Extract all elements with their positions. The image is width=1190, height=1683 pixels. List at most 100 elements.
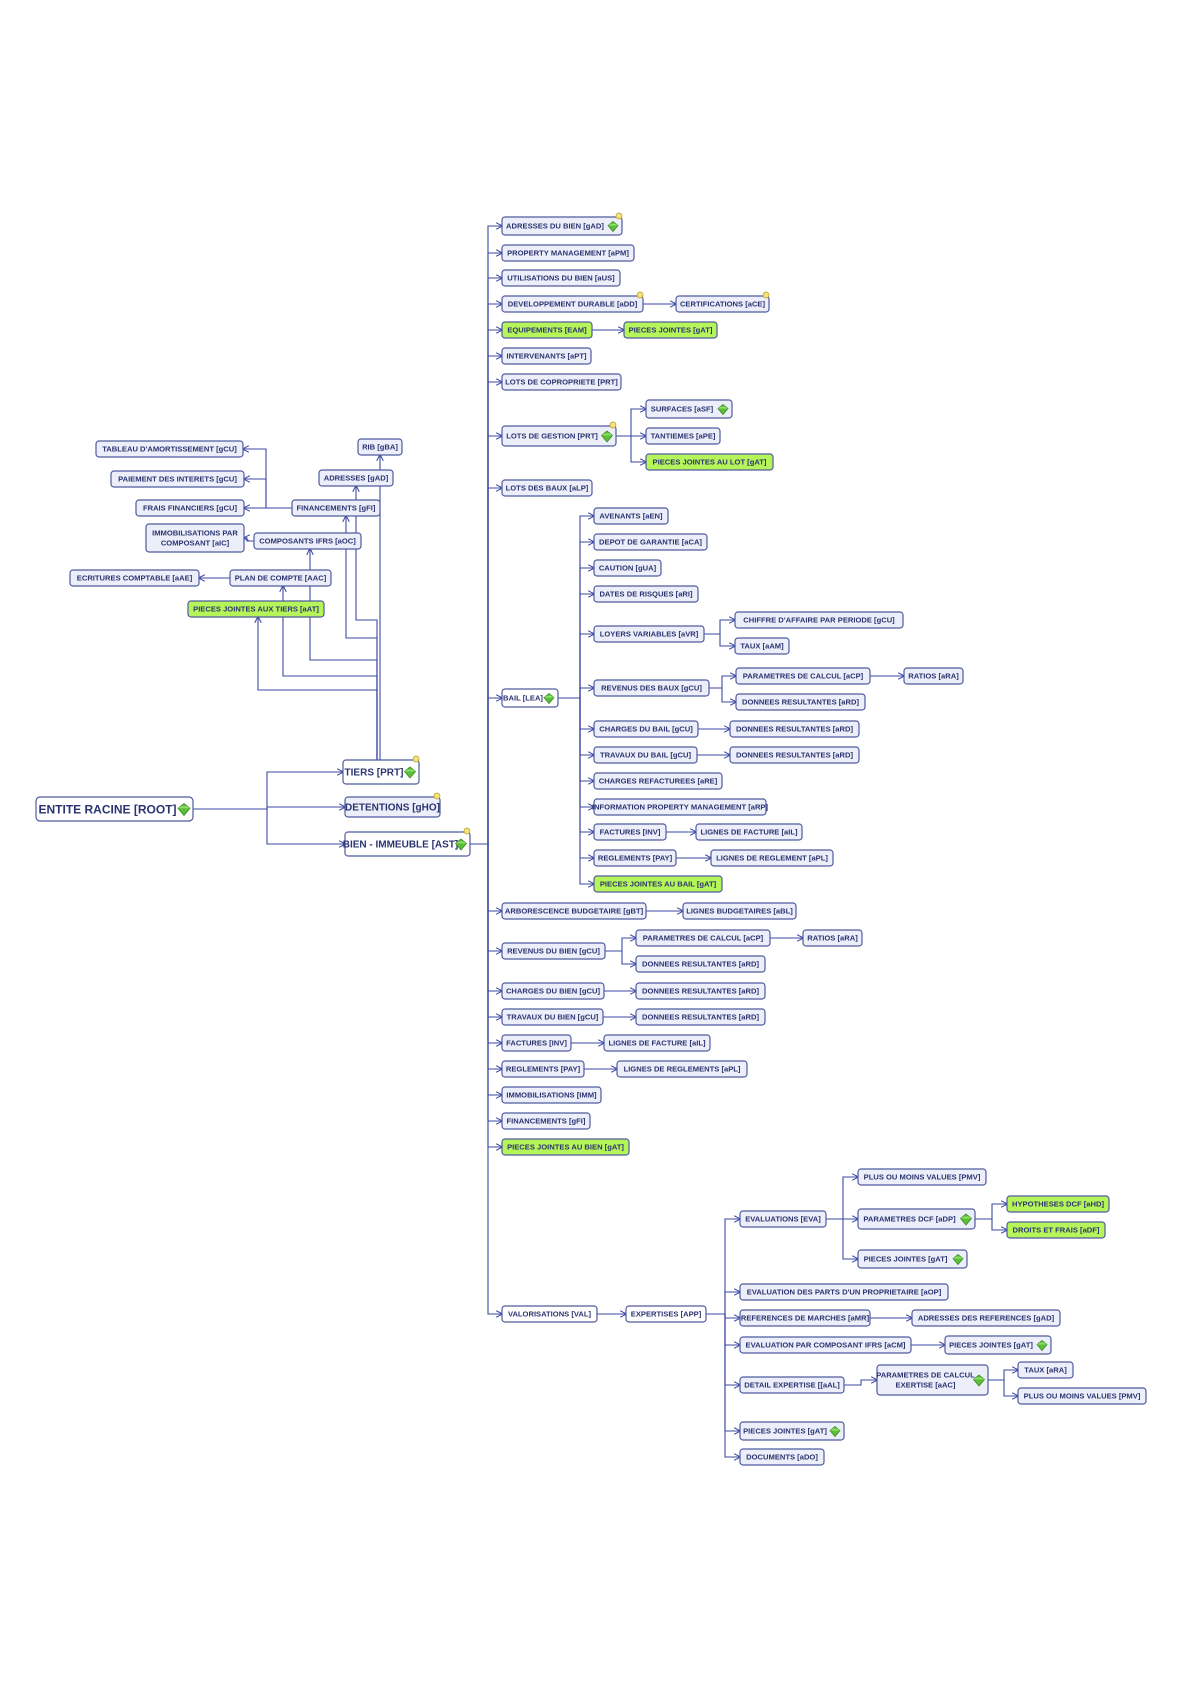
node-certifications[interactable]: CERTIFICATIONS [aCE] xyxy=(675,291,770,313)
node-composants-ifrs[interactable]: COMPOSANTS IFRS [aOC] xyxy=(253,532,362,550)
node-taux-exp[interactable]: TAUX [aRA] xyxy=(1017,1361,1074,1379)
node-ecritures[interactable]: ECRITURES COMPTABLE [aAE] xyxy=(69,569,200,587)
node-ratios-rb[interactable]: RATIOS [aRA] xyxy=(903,667,964,685)
node-pj-ec[interactable]: PIECES JOINTES [gAT] xyxy=(944,1335,1052,1355)
node-ref-marches[interactable]: REFERENCES DE MARCHES [aMR] xyxy=(739,1309,871,1327)
node-pj-tiers[interactable]: PIECES JOINTES AUX TIERS [aAT] xyxy=(187,600,325,618)
node-factures-bien[interactable]: FACTURES [INV] xyxy=(501,1034,572,1052)
node-loyers-var[interactable]: LOYERS VARIABLES [aVR] xyxy=(593,625,705,643)
node-donnees-cb[interactable]: DONNEES RESULTANTES [aRD] xyxy=(729,720,860,738)
node-lignes-regl-bien[interactable]: LIGNES DE REGLEMENTS [aPL] xyxy=(616,1060,748,1078)
node-box xyxy=(501,1112,591,1130)
node-reglements-bail[interactable]: REGLEMENTS [PAY] xyxy=(593,849,677,867)
node-lignes-budget[interactable]: LIGNES BUDGETAIRES [aBL] xyxy=(682,902,797,920)
node-detail-exp[interactable]: DETAIL EXPERTISE [[aAL] xyxy=(739,1376,845,1394)
node-ca-periode[interactable]: CHIFFRE D'AFFAIRE PAR PERIODE [gCU] xyxy=(734,611,904,629)
node-charges-refact[interactable]: CHARGES REFACTUREES [aRE] xyxy=(593,772,723,790)
node-info-pm[interactable]: INFORMATION PROPERTY MANAGEMENT [aRP] xyxy=(592,798,769,816)
node-hyp-dcf[interactable]: HYPOTHESES DCF [aHD] xyxy=(1006,1195,1110,1213)
node-bien[interactable]: BIEN - IMMEUBLE [AST] xyxy=(343,827,471,857)
node-intervenants[interactable]: INTERVENANTS [aPT] xyxy=(501,347,592,365)
node-donnees-rv[interactable]: DONNEES RESULTANTES [aRD] xyxy=(635,955,766,973)
node-eval-parts[interactable]: EVALUATION DES PARTS D'UN PROPRIETAIRE [… xyxy=(739,1283,949,1301)
node-root[interactable]: ENTITE RACINE [ROOT] xyxy=(35,796,194,822)
node-dev-durable[interactable]: DEVELOPPEMENT DURABLE [aDD] xyxy=(501,291,644,313)
node-pj-exp[interactable]: PIECES JOINTES [gAT] xyxy=(739,1421,845,1441)
node-pj-lot[interactable]: PIECES JOINTES AU LOT [gAT] xyxy=(645,453,774,471)
node-revenus-baux[interactable]: REVENUS DES BAUX [gCU] xyxy=(593,679,710,697)
node-label: FACTURES [INV] xyxy=(600,828,661,837)
node-param-dcf[interactable]: PARAMETRES DCF [aDP] xyxy=(857,1208,976,1230)
node-label: AVENANTS [aEN] xyxy=(599,512,663,521)
node-avenants[interactable]: AVENANTS [aEN] xyxy=(593,507,669,525)
node-label: ENTITE RACINE [ROOT] xyxy=(39,802,177,816)
node-financements-t[interactable]: FINANCEMENTS [gFI] xyxy=(291,499,381,517)
node-expertises[interactable]: EXPERTISES [APP] xyxy=(625,1305,707,1323)
node-utilisations[interactable]: UTILISATIONS DU BIEN [aUS] xyxy=(501,269,621,287)
node-detentions[interactable]: DETENTIONS [gHO] xyxy=(344,792,441,818)
node-box xyxy=(253,532,362,550)
node-equipements[interactable]: EQUIPEMENTS [EAM] xyxy=(501,321,593,339)
node-donnees-tb[interactable]: DONNEES RESULTANTES [aRD] xyxy=(729,746,860,764)
node-immobilisations[interactable]: IMMOBILISATIONS [IMM] xyxy=(501,1086,602,1104)
node-evaluations[interactable]: EVALUATIONS [EVA] xyxy=(739,1210,827,1228)
node-box xyxy=(95,440,244,458)
node-arbo-budget[interactable]: ARBORESCENCE BUDGETAIRE [gBT] xyxy=(501,902,647,920)
node-param-calc-rv[interactable]: PARAMETRES DE CALCUL [aCP] xyxy=(635,929,771,947)
node-lots-baux[interactable]: LOTS DES BAUX [aLP] xyxy=(501,479,593,497)
node-revenus-bien[interactable]: REVENUS DU BIEN [gCU] xyxy=(501,942,606,960)
node-adresses-bien[interactable]: ADRESSES DU BIEN [gAD] xyxy=(501,212,623,236)
node-rib[interactable]: RIB [gBA] xyxy=(357,438,403,456)
node-surfaces[interactable]: SURFACES [aSF] xyxy=(645,399,733,419)
node-ratios-rv[interactable]: RATIOS [aRA] xyxy=(802,929,863,947)
node-box xyxy=(501,347,592,365)
node-paiement-int[interactable]: PAIEMENT DES INTERETS [gCU] xyxy=(110,470,245,488)
node-frais-fin[interactable]: FRAIS FINANCIERS [gCU] xyxy=(135,499,245,517)
node-travaux-bail[interactable]: TRAVAUX DU BAIL [gCU] xyxy=(593,746,698,764)
node-lignes-regl-bail[interactable]: LIGNES DE REGLEMENT [aPL] xyxy=(710,849,834,867)
green-diamond-icon xyxy=(1036,1339,1048,1352)
node-pj-eval[interactable]: PIECES JOINTES [gAT] xyxy=(857,1249,968,1269)
edge-bien-to-bail xyxy=(470,698,502,845)
node-donnees-cbien[interactable]: DONNEES RESULTANTES [aRD] xyxy=(635,982,766,1000)
node-reglements-bien[interactable]: REGLEMENTS [PAY] xyxy=(501,1060,585,1078)
node-factures-bail[interactable]: FACTURES [INV] xyxy=(593,823,667,841)
note-dot-icon xyxy=(615,212,623,220)
node-donnees-tbien[interactable]: DONNEES RESULTANTES [aRD] xyxy=(635,1008,766,1026)
node-depot[interactable]: DEPOT DE GARANTIE [aCA] xyxy=(593,533,708,551)
node-caution[interactable]: CAUTION [gUA] xyxy=(593,559,662,577)
node-plan-compte[interactable]: PLAN DE COMPTE [AAC] xyxy=(229,569,332,587)
node-lots-copro[interactable]: LOTS DE COPROPRIETE [PRT] xyxy=(501,373,622,391)
node-pmv-eval[interactable]: PLUS OU MOINS VALUES [PMV] xyxy=(857,1168,987,1186)
node-pmv-exp[interactable]: PLUS OU MOINS VALUES [PMV] xyxy=(1017,1387,1147,1405)
node-documents[interactable]: DOCUMENTS [aDO] xyxy=(739,1448,825,1466)
node-eval-composant[interactable]: EVALUATION PAR COMPOSANT IFRS [aCM] xyxy=(739,1336,912,1354)
node-donnees-rb[interactable]: DONNEES RESULTANTES [aRD] xyxy=(735,693,866,711)
node-property-mgmt[interactable]: PROPERTY MANAGEMENT [aPM] xyxy=(501,244,635,262)
node-pj-equip[interactable]: PIECES JOINTES [gAT] xyxy=(623,321,718,339)
node-dates-risques[interactable]: DATES DE RISQUES [aRI] xyxy=(593,585,699,603)
node-adresses-t[interactable]: ADRESSES [gAD] xyxy=(318,469,394,487)
node-financements-b[interactable]: FINANCEMENTS [gFI] xyxy=(501,1112,591,1130)
node-taux-lv[interactable]: TAUX [aAM] xyxy=(734,637,790,655)
node-bail[interactable]: BAIL [LEA] xyxy=(501,688,559,708)
node-pj-bien[interactable]: PIECES JOINTES AU BIEN [gAT] xyxy=(501,1138,630,1156)
edge-expertises-to-ref_marches xyxy=(706,1313,740,1318)
node-tantiemes[interactable]: TANTIEMES [aPE] xyxy=(645,427,721,445)
node-tiers[interactable]: TIERS [PRT] xyxy=(342,755,420,785)
node-param-calc-rb[interactable]: PARAMETRES DE CALCUL [aCP] xyxy=(735,667,871,685)
node-droits-frais[interactable]: DROITS ET FRAIS [aDF] xyxy=(1006,1221,1106,1239)
node-charges-bail[interactable]: CHARGES DU BAIL [gCU] xyxy=(593,720,699,738)
node-charges-bien[interactable]: CHARGES DU BIEN [gCU] xyxy=(501,982,605,1000)
node-lignes-fact-bail[interactable]: LIGNES DE FACTURE [aIL] xyxy=(695,823,803,841)
node-pj-bail[interactable]: PIECES JOINTES AU BAIL [gAT] xyxy=(593,875,723,893)
node-tab-amort[interactable]: TABLEAU D'AMORTISSEMENT [gCU] xyxy=(95,440,244,458)
node-lots-gestion[interactable]: LOTS DE GESTION [PRT] xyxy=(501,421,617,447)
node-travaux-bien[interactable]: TRAVAUX DU BIEN [gCU] xyxy=(501,1008,604,1026)
node-adr-ref[interactable]: ADRESSES DES REFERENCES [gAD] xyxy=(911,1309,1061,1327)
edge-composants_ifrs-to-immo_composant xyxy=(244,538,254,542)
node-valorisations[interactable]: VALORISATIONS [VAL] xyxy=(501,1305,598,1323)
node-lignes-fact-bien[interactable]: LIGNES DE FACTURE [aIL] xyxy=(603,1034,711,1052)
